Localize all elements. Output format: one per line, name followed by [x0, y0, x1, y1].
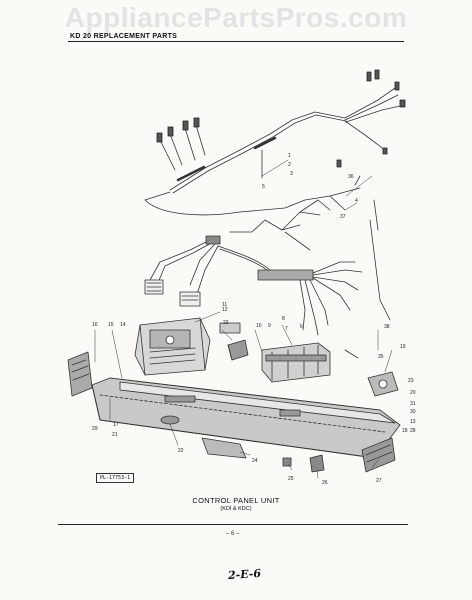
callout-number: 37 — [340, 214, 346, 220]
callout-number: 27 — [376, 478, 382, 484]
upper-wire-harness — [144, 87, 401, 216]
caption-subtitle: (KDI & KDC) — [220, 506, 252, 512]
callout-leader-lines — [94, 159, 393, 479]
control-knob-parts — [160, 415, 325, 473]
callout-number: 1 — [288, 153, 291, 159]
switch-assembly — [219, 322, 249, 361]
callout-number: 16 — [92, 322, 98, 328]
callout-number: 9 — [268, 323, 271, 329]
callout-number: 21 — [112, 432, 118, 438]
rocker-switch — [344, 349, 399, 397]
left-end-cap — [67, 351, 93, 397]
callout-number: 8 — [282, 316, 285, 322]
callout-number: 26 — [322, 480, 328, 486]
callout-number: 38 — [384, 324, 390, 330]
watermark: AppliancePartsPros.com — [64, 2, 408, 33]
callout-number: 22 — [178, 448, 184, 454]
header-rule — [68, 41, 404, 42]
callout-number: 30 — [410, 409, 416, 415]
reference-code-box: PL-17753-1 — [96, 473, 135, 483]
timer-module — [134, 317, 211, 376]
callout-number: 19 — [400, 344, 406, 350]
middle-wire-harness — [144, 199, 331, 307]
callout-number: 4 — [355, 198, 358, 204]
callout-number: 12 — [222, 307, 228, 313]
page-number: – 6 – — [226, 531, 240, 537]
callout-number: 6 — [300, 324, 303, 330]
callout-number: 7 — [285, 326, 288, 332]
side-wire-harness — [257, 199, 391, 336]
handwritten-page-note: 2-E-6 — [227, 566, 262, 583]
callout-number: 36 — [348, 174, 354, 180]
right-end-cap — [361, 437, 396, 473]
callout-number: 35 — [378, 354, 384, 360]
harness-connectors — [156, 69, 406, 168]
footer-rule — [58, 524, 408, 525]
callout-number: 23 — [408, 378, 414, 384]
callout-number: 5 — [262, 184, 265, 190]
callout-number: 11 — [222, 302, 227, 308]
page-header-title: KD 20 REPLACEMENT PARTS — [70, 33, 178, 40]
callout-number: 29 — [92, 426, 98, 432]
callout-number: 25 — [288, 476, 294, 482]
callout-number: 18 — [402, 428, 408, 434]
caption-title: CONTROL PANEL UNIT — [192, 496, 280, 505]
control-panel-console — [91, 377, 401, 459]
callout-number: 28 — [410, 428, 416, 434]
callout-number: 24 — [252, 458, 258, 464]
callout-number: 14 — [120, 322, 126, 328]
callout-number: 10 — [256, 323, 262, 329]
callout-number: 15 — [108, 322, 114, 328]
callout-number: 22 — [223, 320, 229, 326]
selector-switch-block — [261, 342, 331, 383]
callout-number: 3 — [290, 171, 293, 177]
callout-number: 31 — [410, 401, 416, 407]
callout-number: 13 — [410, 419, 416, 425]
callout-number: 2 — [288, 162, 291, 168]
callout-number: 20 — [410, 390, 416, 396]
callout-number: 17 — [113, 422, 119, 428]
